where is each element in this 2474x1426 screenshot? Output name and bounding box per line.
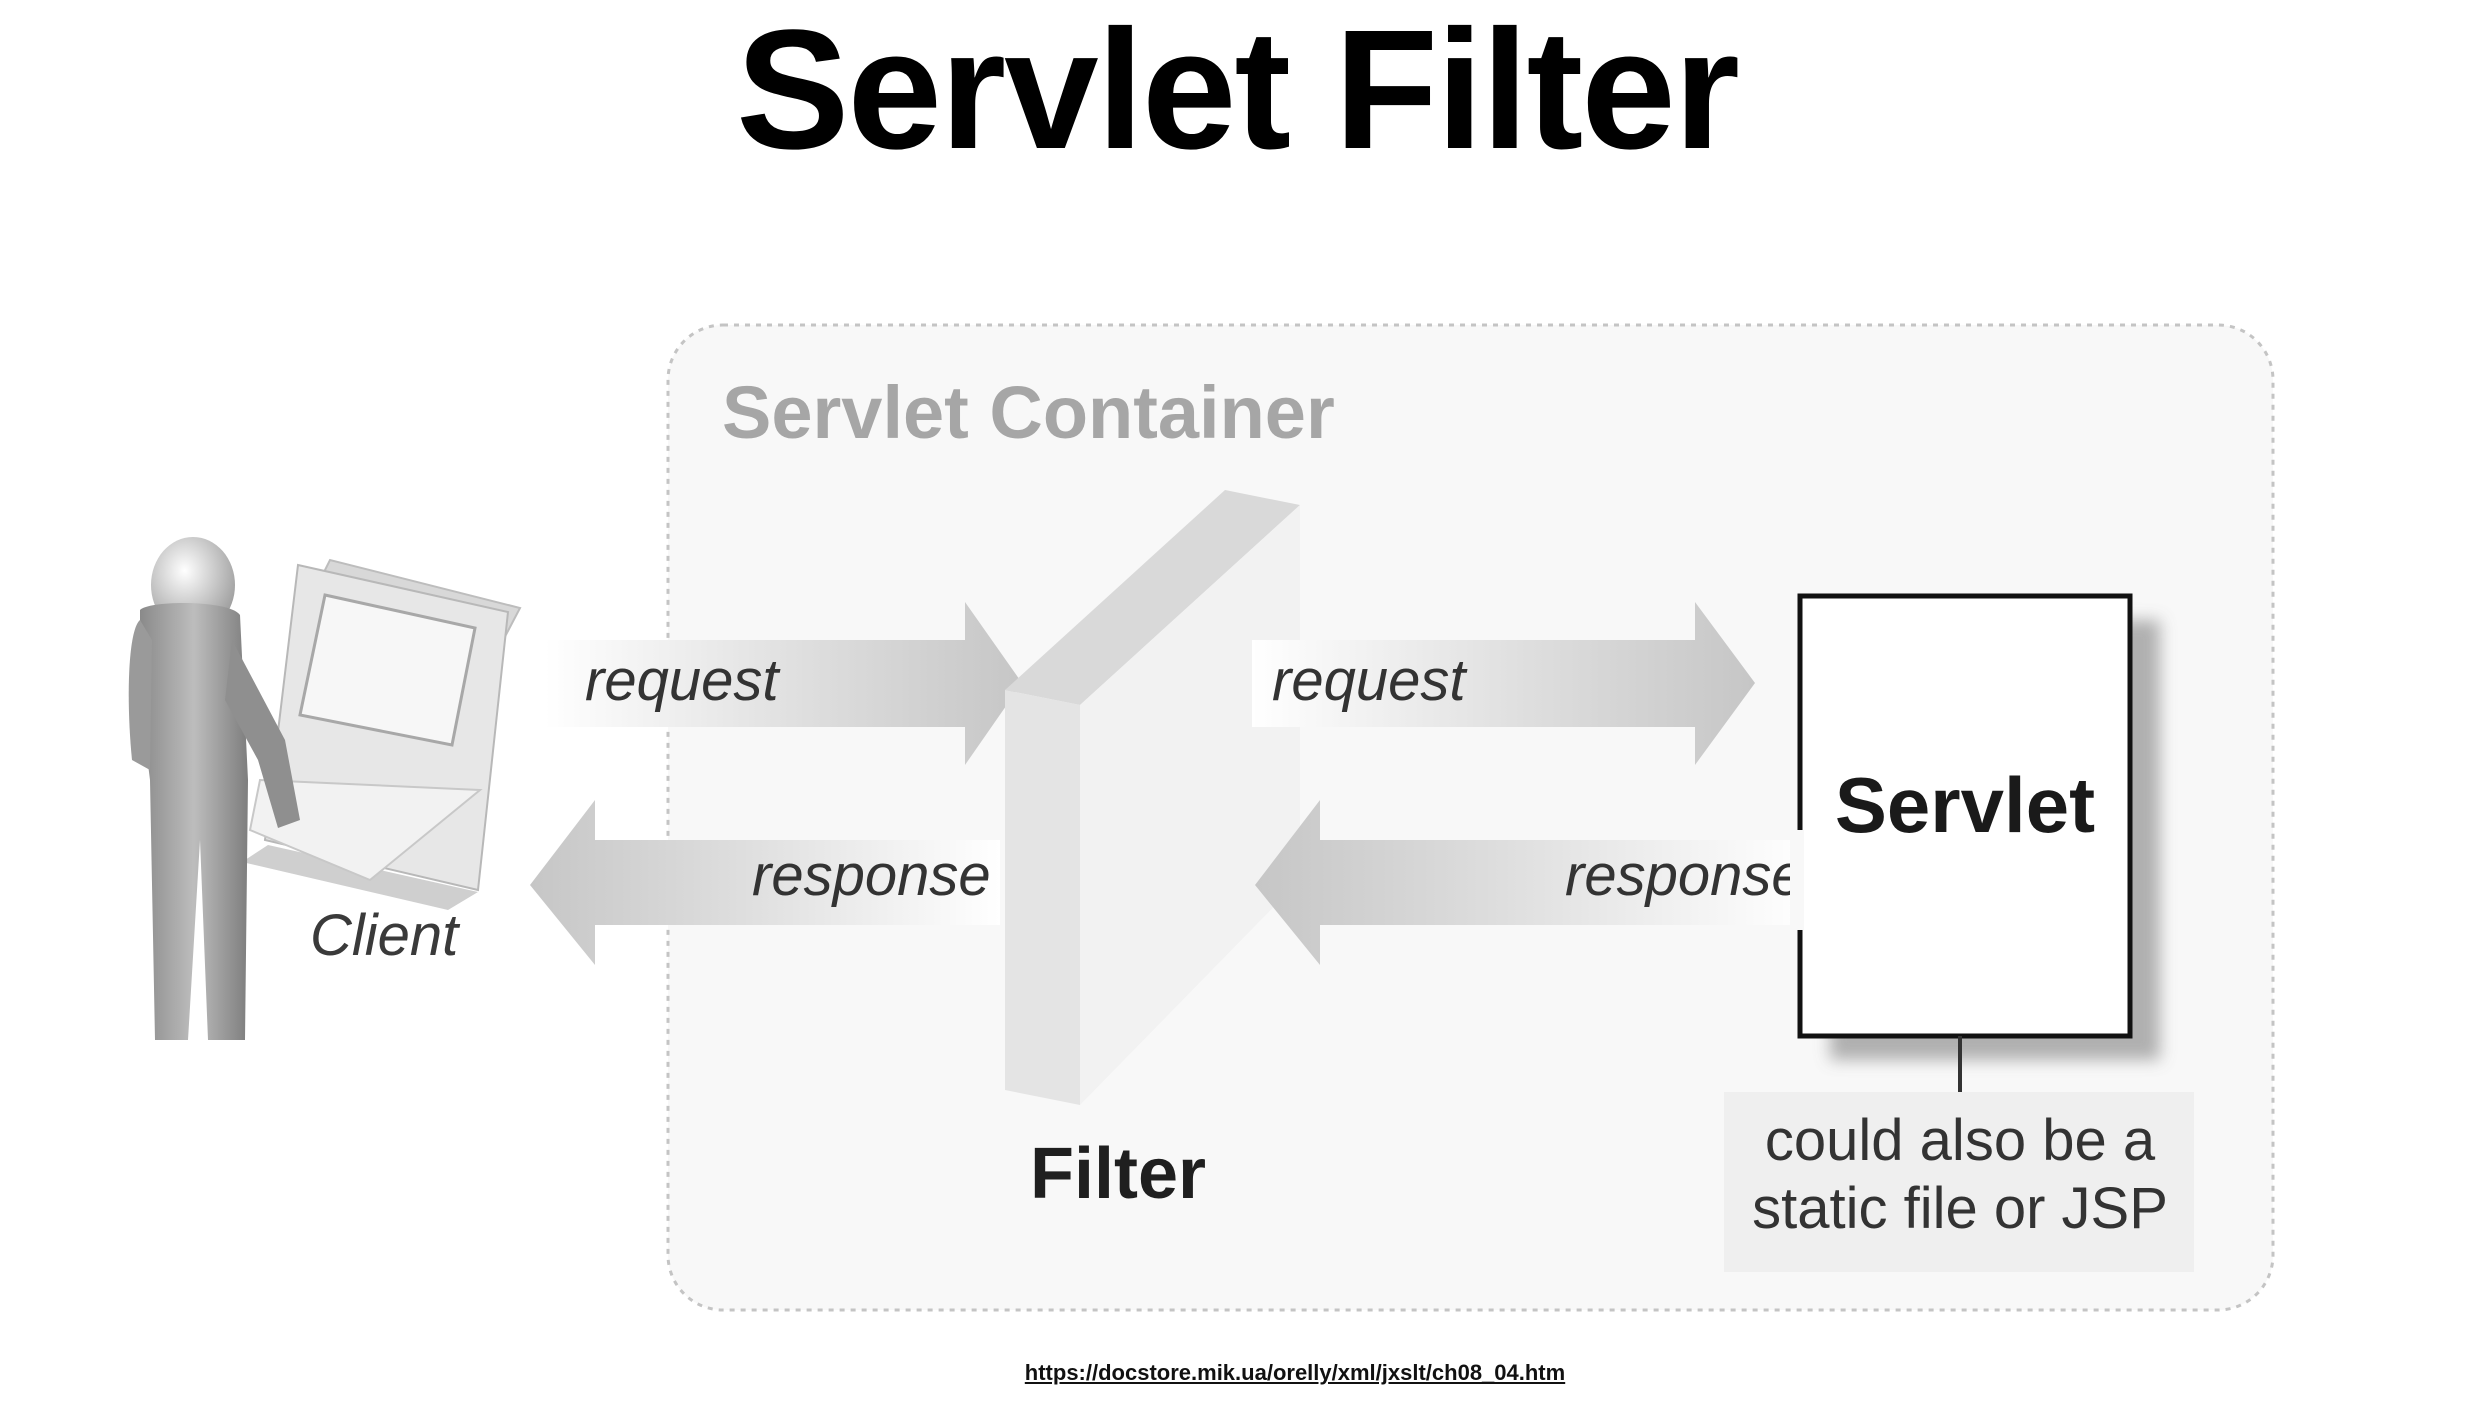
- laptop-icon: [242, 558, 522, 910]
- response-label-1: response: [752, 843, 991, 908]
- note-box: [1724, 1092, 2194, 1272]
- response-arrow-2: [1255, 800, 1805, 965]
- client-label: Client: [310, 903, 461, 968]
- response-arrow-1: [530, 800, 1000, 965]
- person-icon: [128, 537, 300, 1040]
- request-arrow-1: [545, 602, 1022, 765]
- response-label-2: response: [1565, 843, 1804, 908]
- slide-title: Servlet Filter: [736, 0, 1740, 185]
- request-label-2: request: [1272, 648, 1468, 713]
- servlet-box: [1797, 593, 2133, 1039]
- servlet-container-label: Servlet Container: [722, 371, 1335, 454]
- source-link[interactable]: https://docstore.mik.ua/orelly/xml/jxslt…: [1024, 1360, 1566, 1385]
- note-line-1: could also be a: [1765, 1108, 2156, 1173]
- filter-label: Filter: [1030, 1134, 1206, 1214]
- servlet-label: Servlet: [1835, 761, 2095, 849]
- filter-wall: [1005, 490, 1300, 1105]
- request-label-1: request: [585, 648, 781, 713]
- request-arrow-2: [1252, 602, 1755, 765]
- note-line-2: static file or JSP: [1752, 1176, 2168, 1241]
